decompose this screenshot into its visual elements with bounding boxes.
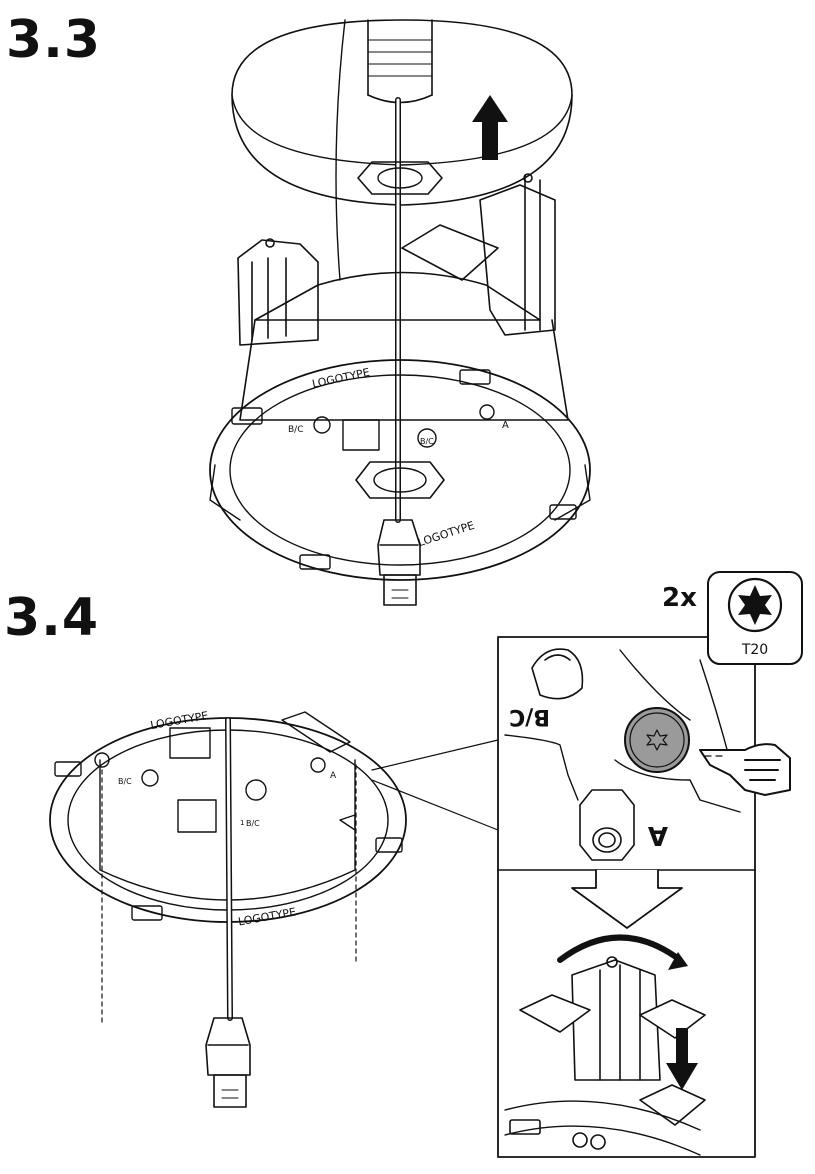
ceiling-edge: [231, 94, 573, 166]
ceiling-disc: [231, 19, 573, 206]
torx-icon: [727, 577, 783, 633]
a-label-detail: A: [648, 820, 668, 850]
base-ring: [209, 359, 591, 581]
up-arrow-icon: [472, 95, 508, 160]
housing-dome: [254, 271, 541, 321]
detail-clip: [504, 956, 706, 1156]
mounting-clip-left: [237, 238, 319, 346]
step-number-3-4: 3.4: [4, 588, 100, 648]
step-3-3-illustration: LOGOTYPE LOGOTYPE B/C B/C A: [209, 19, 591, 606]
screw: [624, 707, 690, 773]
detail-panel: [497, 636, 756, 1158]
rj45-connector-upper: [377, 519, 421, 606]
bc-label-lower-2: B/C: [246, 819, 260, 828]
pointing-hand-icon: [699, 743, 791, 796]
rj45-connector-lower: [205, 1017, 251, 1108]
step-number-3-3: 3.3: [6, 10, 102, 70]
clip-pad: [401, 224, 499, 281]
bc-label-upper: B/C: [288, 425, 304, 435]
bc-label-upper-2: B/C: [420, 437, 434, 446]
housing-body: [239, 319, 569, 421]
label-one: 1: [240, 819, 244, 827]
tool-quantity: 2x: [662, 583, 697, 613]
down-arrow-icon: [666, 1028, 698, 1090]
down-chevron-arrow: [571, 869, 683, 929]
mounting-clip-right: [479, 173, 556, 336]
rotate-arrow-icon: [557, 934, 688, 970]
detail-zoom: [504, 648, 741, 861]
lock-nut-upper: [357, 161, 443, 195]
step-3-4-illustration: LOGOTYPE LOGOTYPE B/C B/C A 1 T20 2x: [49, 571, 803, 1158]
tool-bit-label: T20: [741, 642, 768, 658]
bc-label-detail: B/C: [509, 704, 550, 729]
conduit-pipe: [367, 19, 433, 104]
a-label-lower: A: [330, 771, 337, 781]
a-label-upper: A: [502, 420, 509, 431]
lock-nut-lower: [355, 461, 445, 499]
logotype-label-2: LOGOTYPE: [416, 519, 476, 549]
bc-label-lower: B/C: [118, 777, 132, 786]
